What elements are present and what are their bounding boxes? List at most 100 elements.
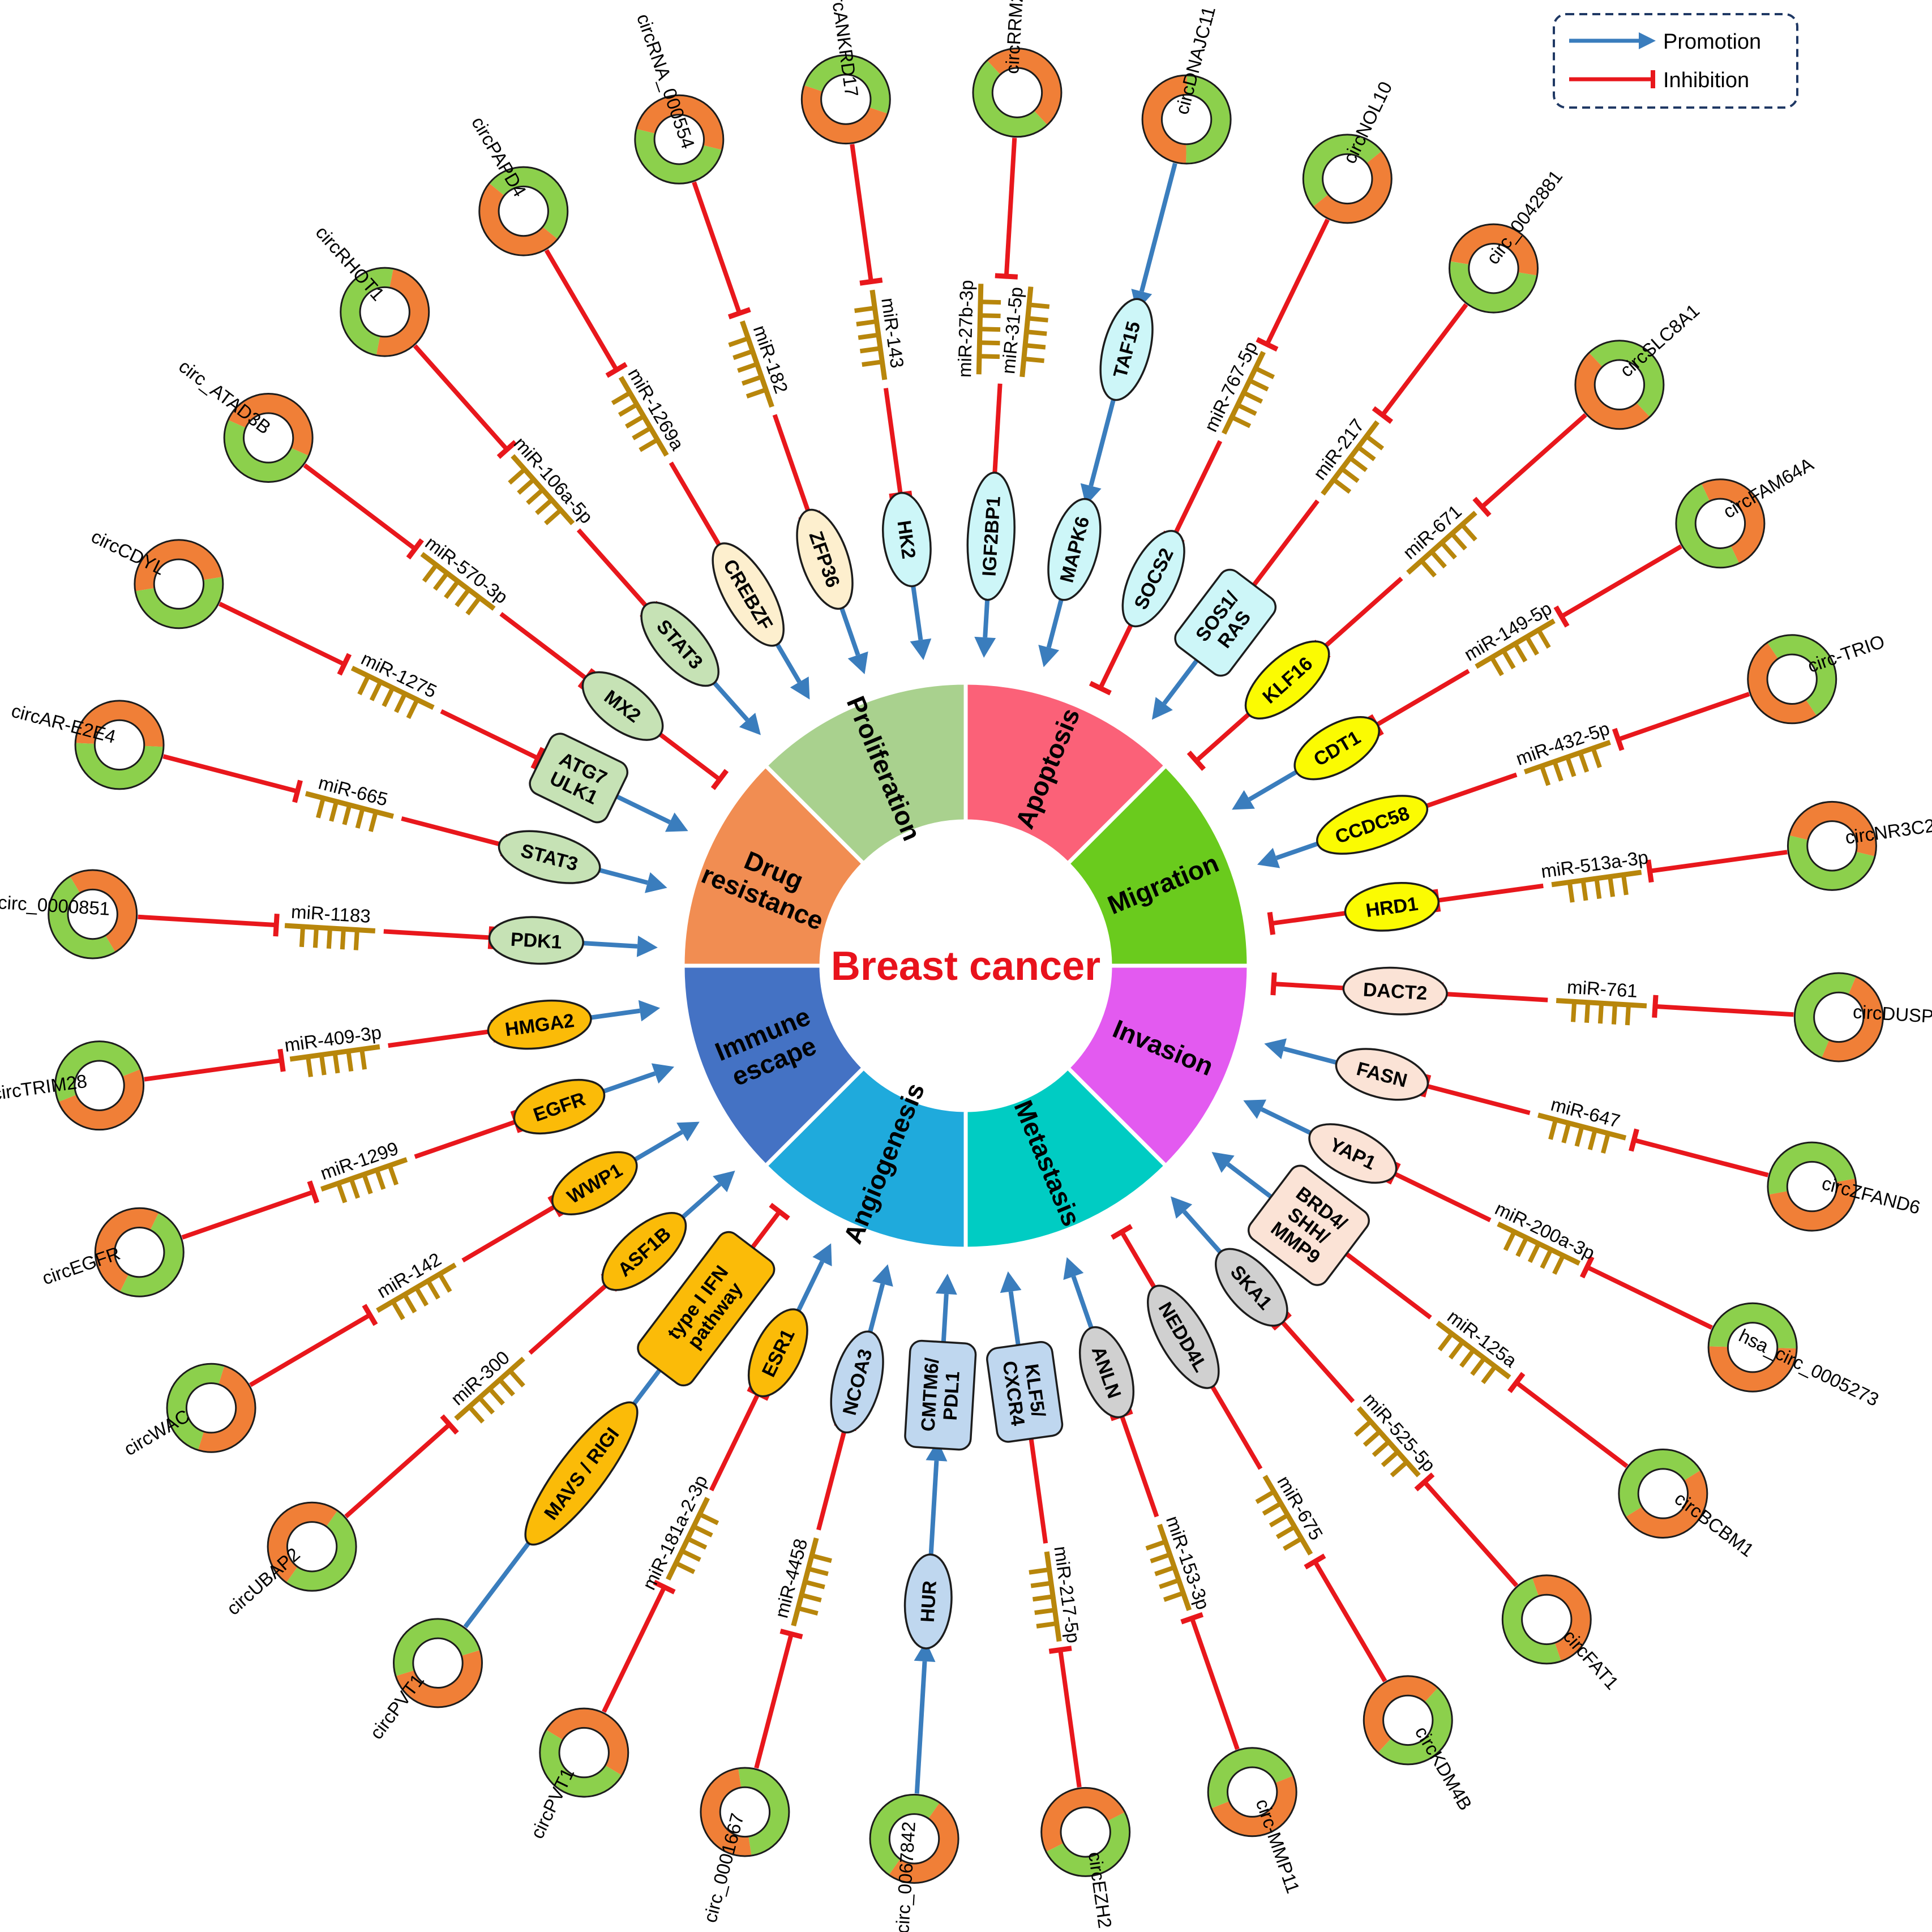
- axis-circbcbm1-13-circrna-icon: [1618, 1448, 1708, 1539]
- axis-circ-0042881-5-target-sos1-ras-shape: [1174, 568, 1277, 677]
- axis-hsa-circ-0067842-18-target-cmtm6-pdl1: CMTM6/PDL1: [904, 1339, 977, 1451]
- axis-circtrim28-25-circrna-icon-inner-edge: [74, 1060, 125, 1111]
- axis-circfat1-14-mirna-mir-525-5p-base: [1381, 1450, 1399, 1467]
- axis-circpvt1-20-circrna-icon-green-arc: [539, 1729, 622, 1797]
- axis-circbcbm1-13-mirna-mir-125a-base: [1481, 1365, 1497, 1385]
- axis-circpvt1-20-mirna-mir-181a-2-3p-base: [675, 1561, 696, 1574]
- axis-circzfand6-11-mirna-mir-647-strand: [1537, 1112, 1627, 1141]
- axis-circpvt1-20-silence-line: [709, 1393, 761, 1492]
- axis-circ-mmp11-16-target-anln-shape: [1078, 1326, 1135, 1419]
- axis-circ-0042881-5-mirna-mir-217-base: [1357, 445, 1376, 461]
- axis-hsa-circ-0000851-26-circrna-icon-green-arc: [48, 876, 115, 959]
- axis-circfam64a-7-silence-line: [1374, 669, 1470, 727]
- axis-circrhot1-30-mirna-mir-106a-5p-base: [517, 478, 536, 495]
- axis-circfat1-14-circrna-label: circFAT1: [1559, 1626, 1623, 1694]
- axis-circpvt1-20-mirna-mir-181a-2-3p-base: [680, 1549, 701, 1562]
- axis-circ-0001667-19-mirna-mir-4458: miR-4458: [770, 1536, 832, 1627]
- axis-circ-mmp11-16-mirna-mir-153-3p-base: [1154, 1565, 1175, 1577]
- axis-circzfand6-11-target-fasn-shape: [1335, 1048, 1429, 1101]
- axis-circ-atad3b-29-mirna-mir-570-3p-base: [432, 572, 449, 591]
- axis-circbcbm1-13-mirna-mir-125a: miR-125a: [1436, 1306, 1521, 1385]
- axis-circubap2-22-mirna-mir-300-base: [468, 1405, 485, 1424]
- axis-circfat1-14-mirna-mir-525-5p-base: [1390, 1460, 1408, 1477]
- axis-hsa-circ-0000851-26-target-pdk1: PDK1: [488, 916, 584, 965]
- axis-circpapd4-31-sponge-line: [544, 249, 619, 371]
- axis-circkdm4b-15-circrna-icon: [1363, 1675, 1453, 1766]
- axis-circpvt1-20-circrna-icon-inner-edge: [558, 1727, 610, 1779]
- axis-circwac-23-mirna-mir-142-base: [426, 1279, 440, 1300]
- axis-circrrm2-2-sponge-line: [1004, 138, 1017, 277]
- axis-hsa-circ-0000851-26-target-pdk1-shape: [488, 916, 584, 965]
- axis-circ-0042881-5-outcome-arrowhead: [1151, 697, 1173, 720]
- axis-circ-trio-8-circrna-label: circ-TRIO: [1805, 631, 1887, 676]
- axis-circcdyl-28-mirna-mir-1275: miR-1275: [350, 648, 440, 719]
- axis-circpvt1-21-circrna-icon-green-arc: [393, 1618, 481, 1676]
- axis-circzfand6-11-mirna-mir-647-base: [1561, 1122, 1571, 1143]
- axis-hsa-circ-0067842-18-target-cmtm6-pdl1-shape: [904, 1339, 977, 1451]
- axis-circar-e2e4-27-outcome-arrowhead: [645, 872, 667, 893]
- axis-circpvt1-20-circrna-icon: [539, 1707, 629, 1798]
- axis-circkdm4b-15-mirna-mir-675-base: [1269, 1513, 1289, 1528]
- axis-circ-mmp11-16-sponge-line: [1189, 1617, 1240, 1750]
- axis-circdusp1-10-mirna-mir-761-base: [1625, 1004, 1631, 1026]
- axis-circ-0042881-5-mirna-mir-217-base: [1348, 456, 1368, 472]
- axis-circ-mmp11-16-target-anln: ANLN: [1078, 1326, 1135, 1419]
- axis-circar-e2e4-27-sponge-bar: [292, 779, 303, 803]
- axis-circrna-000554-0-mirna-mir-182: miR-182: [728, 320, 792, 408]
- sector-immune: [680, 963, 867, 1169]
- axis-circkdm4b-15-silence-line: [1204, 1374, 1263, 1470]
- axis-circrrm2-2-circrna-icon-orange-arc: [987, 48, 1061, 125]
- axis-circkdm4b-15-circrna-icon-orange-arc: [1364, 1676, 1438, 1753]
- axis-circfat1-14-sponge-bar: [1414, 1472, 1435, 1492]
- axis-circslc8a1-6-mirna-mir-671-base: [1420, 559, 1437, 578]
- axis-circkdm4b-15-circrna-icon-outer-edge: [1363, 1675, 1453, 1766]
- axis-circrhot1-30-circrna-icon-green-arc: [340, 268, 393, 355]
- axis-circdusp1-10-outcome-bar: [1270, 972, 1277, 996]
- axis-circzfand6-11-mirna-mir-647-base: [1548, 1119, 1558, 1140]
- axis-circdnajc11-3-circrna-icon-orange-arc: [1142, 75, 1188, 164]
- axis-circezh2-17-target-klf5-cxcr4: KLF5/CXCR4: [986, 1340, 1064, 1443]
- axis-circpvt1-21-protein-mavs-rigi: MAVS / RIGI: [524, 1401, 639, 1546]
- center-title: Breast cancer: [831, 944, 1100, 989]
- legend-inhibition-label: Inhibition: [1663, 68, 1749, 92]
- axis-circ-mmp11-16-circrna-icon-outer-edge: [1207, 1747, 1297, 1837]
- axis-circzfand6-11-outcome-arrowhead: [1264, 1038, 1287, 1060]
- axis-circpvt1-20-mirna-mir-181a-2-3p-label: miR-181a-2-3p: [638, 1472, 711, 1593]
- axis-circrrm2-2-sponge-bar: [995, 273, 1018, 280]
- axis-circslc8a1-6-sponge-bar: [1472, 496, 1492, 517]
- axis-circegfr-24-mirna-mir-1299-base: [349, 1178, 360, 1199]
- sector-apoptosis: [963, 680, 1169, 867]
- axis-circrna-000554-0-circrna-icon-green-arc: [635, 128, 722, 184]
- axis-circwac-23-mirna-mir-142-base: [414, 1286, 429, 1306]
- axis-hsa-circ-0067842-18-outcome-arrowhead: [935, 1274, 957, 1295]
- sector-proliferation: [762, 680, 968, 867]
- axis-circdnajc11-3-circrna-icon-outer-edge: [1141, 74, 1232, 165]
- axis-circpapd4-31-mirna-mir-1269a: miR-1269a: [611, 365, 688, 457]
- axis-circ-trio-8-mirna-mir-432-5p-base: [1565, 756, 1577, 777]
- axis-circ-atad3b-29-circrna-icon-orange-arc: [228, 393, 313, 456]
- axis-circankrd17-1-circrna-icon-green-arc: [804, 55, 890, 114]
- axis-circegfr-24-circrna-icon-inner-edge: [114, 1227, 165, 1278]
- axis-circegfr-24-circrna-icon-orange-arc: [95, 1208, 159, 1292]
- axis-circfam64a-7-outcome-line: [1248, 768, 1301, 802]
- axis-circwac-23-circrna-icon-outer-edge: [166, 1363, 256, 1453]
- axis-hsa-circ-0000851-26-mirna-mir-1183-base: [299, 926, 306, 948]
- axis-circegfr-24-sponge-line: [181, 1189, 314, 1240]
- axis-circubap2-22-circrna-icon-green-arc: [286, 1510, 357, 1591]
- axis-circnr3c2-9-sponge-bar: [1646, 859, 1654, 883]
- axis-circnr3c2-9-mirna-mir-513a-3p-base: [1594, 878, 1602, 899]
- axis-circrna-000554-0-mirna-mir-182-base: [746, 387, 767, 399]
- axis-circpvt1-21-circrna-icon-outer-edge: [393, 1618, 483, 1708]
- axis-circtrim28-25-mirna-mir-409-3p-base: [346, 1051, 354, 1072]
- axis-circ-trio-8-silence-line: [1414, 772, 1518, 812]
- axis-circslc8a1-6-target-klf16-shape: [1244, 640, 1330, 719]
- axis-circcdyl-28-silence-bar: [530, 747, 545, 770]
- axis-circegfr-24-circrna-icon-green-arc: [120, 1213, 184, 1297]
- axis-circ-mmp11-16-outcome-arrowhead: [1063, 1257, 1084, 1280]
- axis-circwac-23-circrna-icon-green-arc: [167, 1364, 225, 1450]
- axis-circ-mmp11-16-mirna-mir-153-3p-base: [1145, 1539, 1167, 1551]
- axis-circwac-23-outcome-arrowhead: [676, 1121, 700, 1142]
- axis-circrna-000554-0-target-zfp36-shape: [796, 508, 854, 610]
- axis-circnol10-4-circrna-icon: [1302, 134, 1393, 224]
